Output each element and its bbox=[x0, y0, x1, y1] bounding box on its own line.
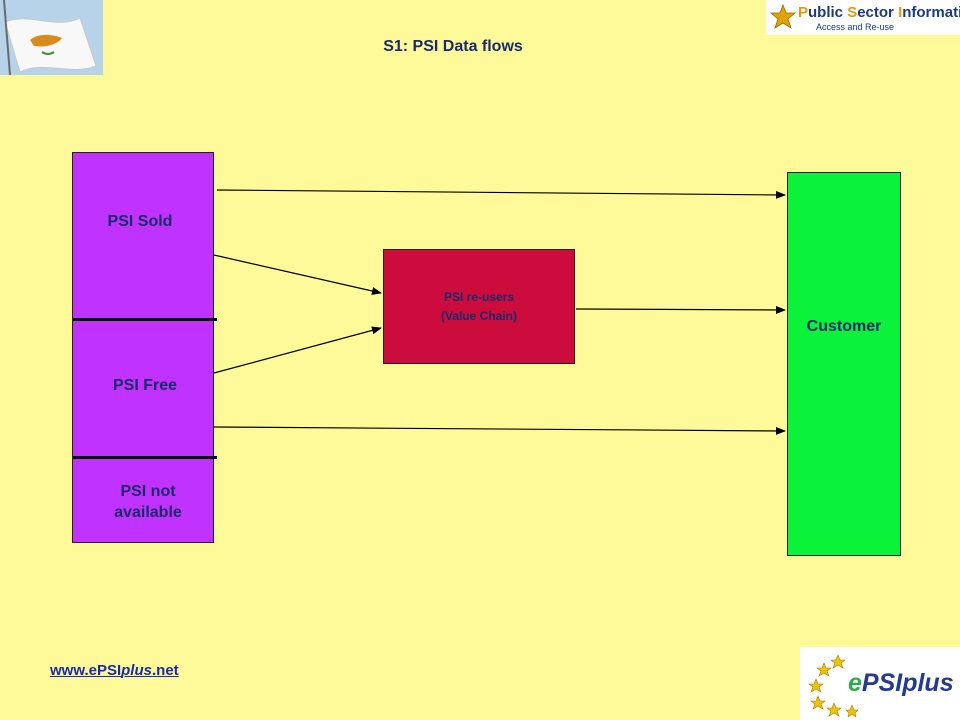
cyprus-flag-image bbox=[0, 0, 103, 75]
arrow-sold-to-customer bbox=[216, 189, 786, 199]
eu-stars-icon bbox=[808, 654, 858, 717]
logo-word: ublic bbox=[808, 4, 848, 21]
logo-letter: S bbox=[847, 4, 858, 21]
psi-not-available-label-line1: PSI not bbox=[120, 483, 176, 500]
arrow-free-to-customer bbox=[213, 426, 786, 435]
epsiplus-logo: ePSIplus bbox=[800, 647, 960, 720]
logo-word: nformation bbox=[902, 4, 960, 21]
arrow-reusers-to-customer bbox=[575, 305, 786, 314]
customer-box: Customer bbox=[787, 172, 901, 556]
psi-reusers-box: PSI re-users (Value Chain) bbox=[383, 249, 575, 364]
logo-subtitle: Access and Re-use bbox=[816, 22, 895, 32]
psi-source-box: PSI Sold PSI Free PSI not available bbox=[72, 152, 217, 543]
epsiplus-logo-text: ePSIplus bbox=[848, 669, 954, 697]
divider-line bbox=[73, 456, 217, 459]
reusers-label-line1: PSI re-users bbox=[443, 290, 515, 304]
psi-sold-label: PSI Sold bbox=[107, 213, 173, 230]
arrow-sold-to-reusers bbox=[213, 254, 382, 295]
epsiplus-link[interactable]: www.ePSIplus.net bbox=[50, 662, 179, 679]
customer-label: Customer bbox=[806, 318, 882, 335]
arrow-free-to-reusers bbox=[213, 326, 382, 374]
logo-word: ector bbox=[857, 4, 899, 21]
page-title: S1: PSI Data flows bbox=[383, 38, 523, 55]
divider-line bbox=[73, 318, 217, 321]
logo-letter: I bbox=[898, 4, 903, 21]
psi-logo: Public Sector Information Access and Re-… bbox=[766, 0, 960, 35]
reusers-label-line2: (Value Chain) bbox=[440, 309, 517, 323]
psi-not-available-label-line2: available bbox=[114, 504, 182, 521]
star-icon bbox=[770, 4, 796, 29]
logo-letter: P bbox=[798, 4, 809, 21]
psi-free-label: PSI Free bbox=[112, 377, 178, 394]
